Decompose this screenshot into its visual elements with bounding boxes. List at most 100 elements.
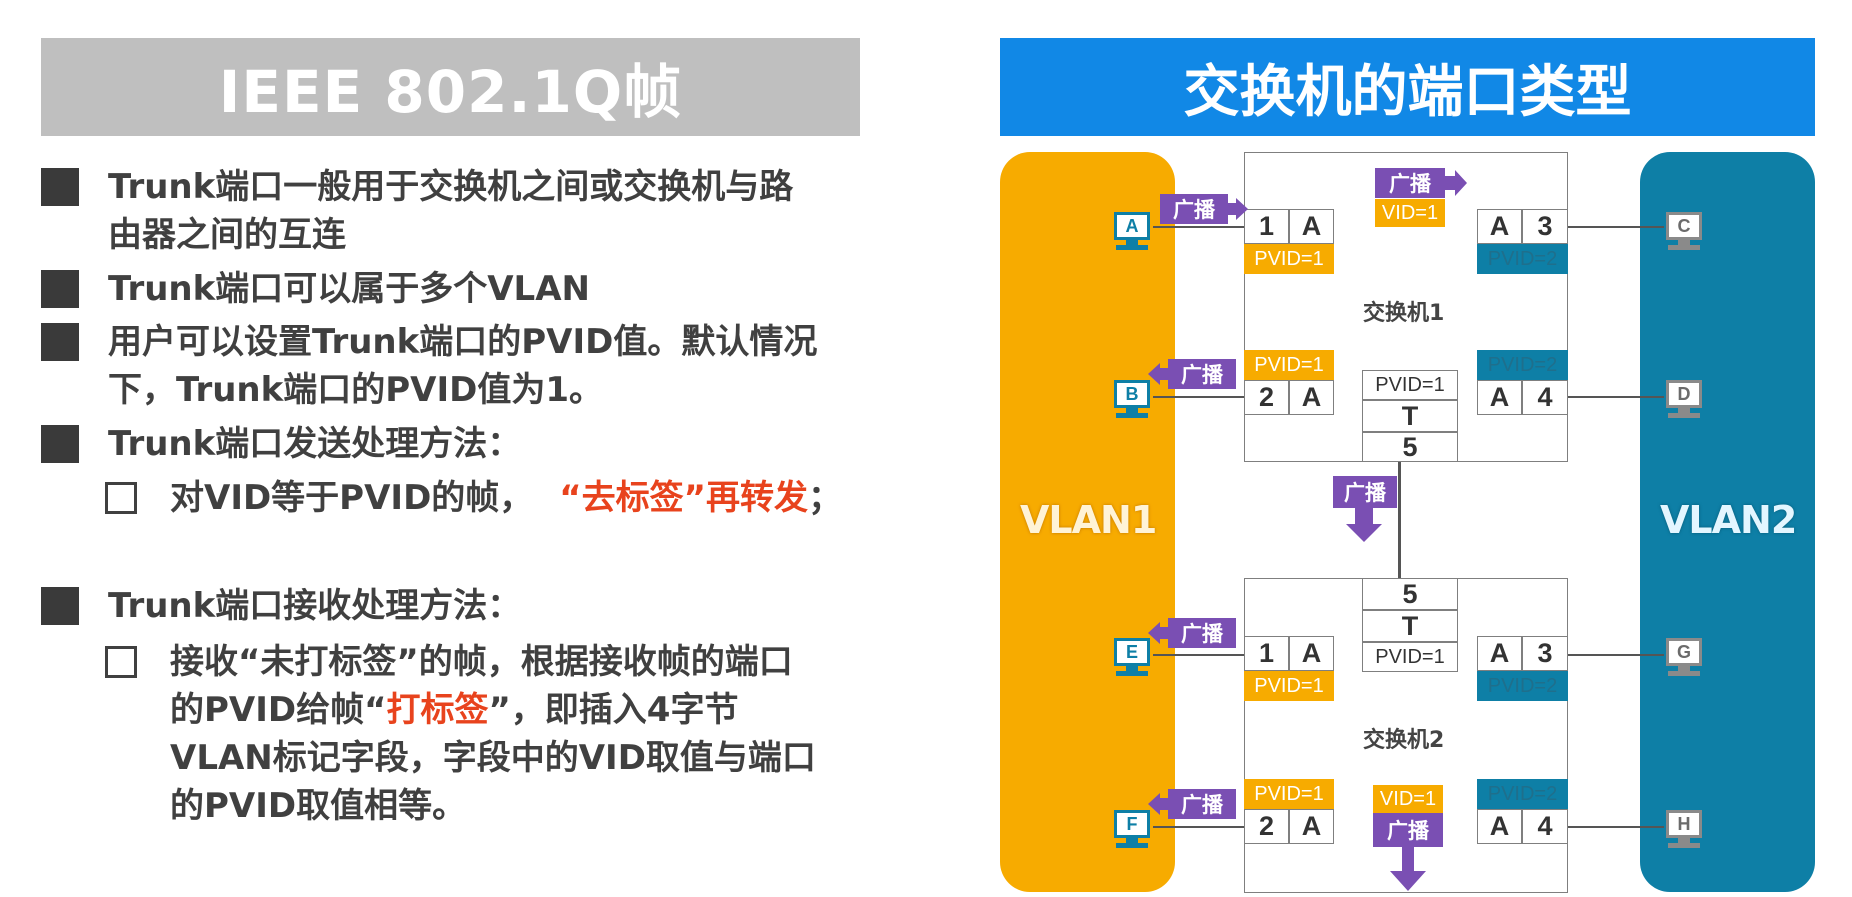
- sw2-port5-type: T: [1362, 610, 1458, 642]
- host-g-computer-icon: G: [1664, 638, 1706, 678]
- sw1-broadcast-label: 广播: [1375, 168, 1445, 198]
- trunk-broadcast-arrow: [1346, 508, 1382, 542]
- bullet-4-text: Trunk端口发送处理方法：: [108, 424, 522, 464]
- host-e-label: E: [1114, 638, 1150, 666]
- sw1-vid-tag: VID=1: [1375, 199, 1445, 227]
- sub-text-c: ；: [808, 478, 842, 518]
- host-a-broadcast-arrow: [1228, 198, 1248, 220]
- bullet-5-text: Trunk端口接收处理方法：: [108, 586, 522, 626]
- bullet-1: [41, 168, 79, 206]
- trunk-link: [1398, 460, 1401, 578]
- sw2-port1-type: A: [1289, 636, 1334, 671]
- left-title: IEEE 802.1Q帧: [41, 38, 860, 136]
- wire-h: [1568, 826, 1664, 828]
- bullet-3: [41, 323, 79, 361]
- sw1-port1-pvid: PVID=1: [1244, 244, 1334, 274]
- sw2-broadcast-arrow: [1390, 847, 1426, 891]
- right-title: 交换机的端口类型: [1000, 38, 1815, 136]
- host-h-label: H: [1666, 810, 1702, 838]
- host-a-computer-icon: A: [1112, 212, 1154, 252]
- bullet-2-text: Trunk端口可以属于多个VLAN: [108, 269, 590, 309]
- vlan1-label: VLAN1: [1020, 498, 1157, 542]
- sw1-port1-number: 1: [1244, 209, 1289, 244]
- sw2-port3-number: 3: [1522, 636, 1568, 671]
- sw1-port4-number: 4: [1522, 380, 1568, 415]
- host-b-label: B: [1114, 380, 1150, 408]
- sw1-port5-pvid: PVID=1: [1362, 370, 1458, 400]
- bullet-3-line-1: 用户可以设置Trunk端口的PVID值。默认情况: [108, 322, 818, 362]
- sw1-broadcast-arrow: [1445, 170, 1467, 196]
- sw2-port2-pvid: PVID=1: [1244, 779, 1334, 809]
- sw2-port4-number: 4: [1522, 809, 1568, 844]
- bullet-5-sub-line-4: 的PVID取值相等。: [170, 786, 467, 826]
- host-g-label: G: [1666, 638, 1702, 666]
- sw2-port5-pvid: PVID=1: [1362, 642, 1458, 672]
- sw1-port1-type: A: [1289, 209, 1334, 244]
- sw1-port2-pvid: PVID=1: [1244, 350, 1334, 380]
- bullet-1-line-2: 由器之间的互连: [108, 215, 346, 255]
- host-a-broadcast-label: 广播: [1160, 194, 1228, 224]
- switch-1-label: 交换机1: [1363, 301, 1445, 326]
- sub-bullet-5: [105, 646, 137, 678]
- host-f-broadcast-arrow: [1148, 793, 1168, 815]
- trunk-broadcast-label: 广播: [1333, 476, 1397, 508]
- sw2-port5-number: 5: [1362, 578, 1458, 610]
- host-c-label: C: [1666, 212, 1702, 240]
- sw1-port3-type: A: [1477, 209, 1522, 244]
- sw2-port1-number: 1: [1244, 636, 1289, 671]
- bullet-5-sub-line-1: 接收“未打标签”的帧，根据接收帧的端口: [170, 642, 793, 682]
- host-f-computer-icon: F: [1112, 810, 1154, 850]
- wire-f: [1153, 826, 1244, 828]
- wire-e: [1153, 654, 1244, 656]
- sub-text-red: “去标签”再转发: [559, 478, 808, 518]
- host-e-broadcast-arrow: [1148, 622, 1168, 644]
- host-h-computer-icon: H: [1664, 810, 1706, 850]
- sw2-vid-tag: VID=1: [1373, 785, 1443, 813]
- bullet-4: [41, 425, 79, 463]
- bullet-3-line-2: 下，Trunk端口的PVID值为1。: [108, 370, 604, 410]
- bullet-5: [41, 587, 79, 625]
- sw1-port3-pvid: PVID=2: [1477, 244, 1568, 274]
- sw1-port5-number: 5: [1362, 432, 1458, 462]
- host-e-broadcast-label: 广播: [1168, 618, 1236, 648]
- sw2-port1-pvid: PVID=1: [1244, 671, 1334, 701]
- host-b-broadcast-label: 广播: [1168, 359, 1236, 389]
- wire-b: [1153, 396, 1244, 398]
- sub5-text-a: 的PVID给帧“: [170, 690, 387, 730]
- host-d-label: D: [1666, 380, 1702, 408]
- host-a-label: A: [1114, 212, 1150, 240]
- sw1-port2-number: 2: [1244, 380, 1289, 415]
- vlan2-region: [1640, 152, 1815, 892]
- bullet-4-sub-line: 对VID等于PVID的帧，“去标签”再转发；: [170, 474, 842, 522]
- host-e-computer-icon: E: [1112, 638, 1154, 678]
- sub5-text-red: 打标签: [386, 690, 489, 730]
- bullet-5-sub-line-2: 的PVID给帧“打标签”，即插入4字节: [170, 686, 738, 734]
- sub-bullet-4: [105, 482, 137, 514]
- wire-d: [1568, 396, 1664, 398]
- sw1-port5-type: T: [1362, 400, 1458, 432]
- sw2-port2-number: 2: [1244, 809, 1289, 844]
- bullet-5-sub-line-3: VLAN标记字段，字段中的VID取值与端口: [170, 738, 816, 778]
- sw1-port4-pvid: PVID=2: [1477, 350, 1568, 380]
- host-b-broadcast-arrow: [1148, 363, 1168, 385]
- sw1-port2-type: A: [1289, 380, 1334, 415]
- host-f-label: F: [1114, 810, 1150, 838]
- wire-c: [1568, 226, 1664, 228]
- vlan2-label: VLAN2: [1660, 498, 1797, 542]
- vlan1-region: [1000, 152, 1175, 892]
- sw2-port4-pvid: PVID=2: [1477, 779, 1568, 809]
- host-c-computer-icon: C: [1664, 212, 1706, 252]
- host-f-broadcast-label: 广播: [1168, 789, 1236, 819]
- sw2-port4-type: A: [1477, 809, 1522, 844]
- wire-a: [1153, 226, 1244, 228]
- switch-2-label: 交换机2: [1363, 728, 1445, 753]
- sw2-broadcast-label: 广播: [1373, 813, 1443, 847]
- bullet-1-line-1: Trunk端口一般用于交换机之间或交换机与路: [108, 167, 794, 207]
- sw2-port3-pvid: PVID=2: [1477, 671, 1568, 701]
- wire-g: [1568, 654, 1664, 656]
- host-b-computer-icon: B: [1112, 380, 1154, 420]
- sw1-port4-type: A: [1477, 380, 1522, 415]
- sub5-text-c: ”，即插入4字节: [488, 690, 739, 730]
- sw1-port3-number: 3: [1522, 209, 1568, 244]
- host-d-computer-icon: D: [1664, 380, 1706, 420]
